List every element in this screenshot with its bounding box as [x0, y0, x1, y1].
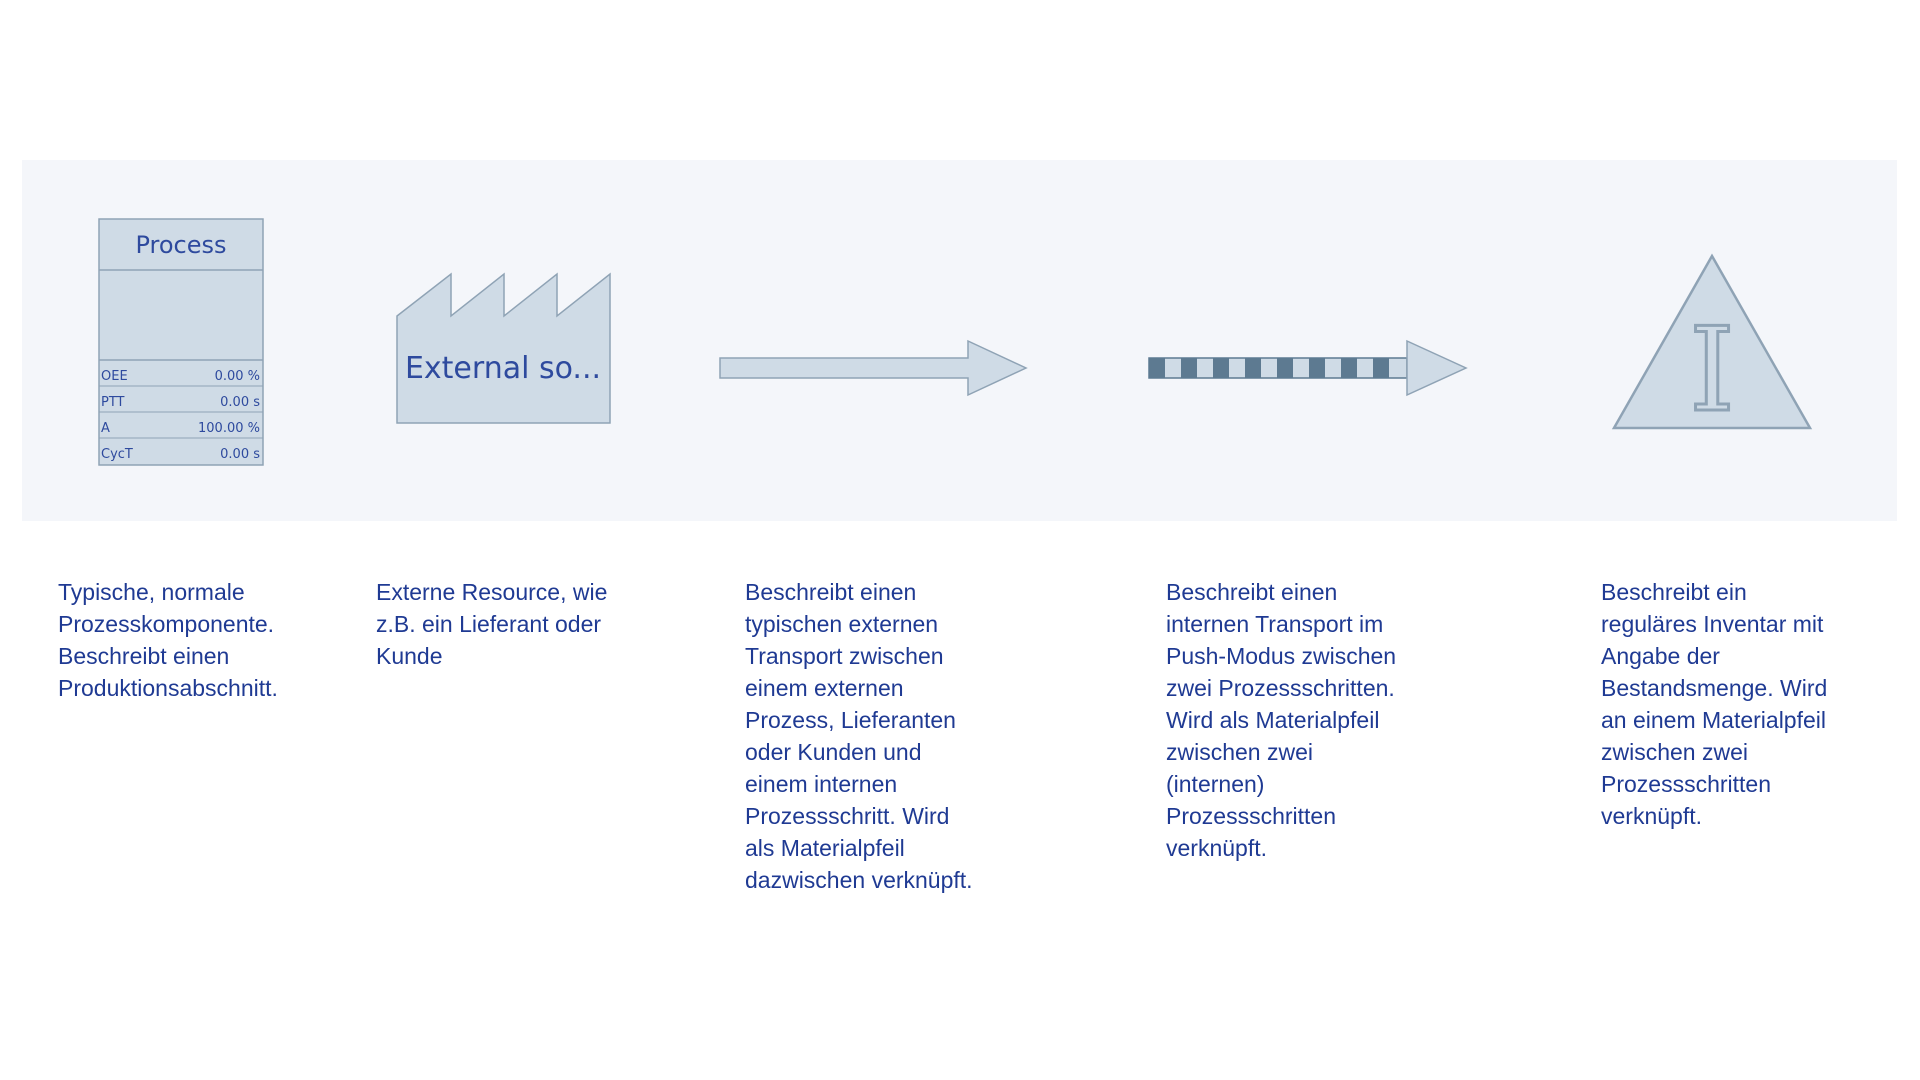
- description-inventory: Beschreibt ein reguläres Inventar mit An…: [1601, 579, 1828, 829]
- metric-value-cyct: 0.00 s: [220, 447, 260, 462]
- description-push-transport: Beschreibt einen internen Transport im P…: [1166, 579, 1397, 861]
- inventory-glyph: I: [1689, 303, 1735, 438]
- process-symbol: Process OEE 0.00 % PTT 0.00 s A 100.00 %…: [98, 218, 264, 466]
- striped-push-arrow-icon: [1148, 339, 1468, 397]
- metric-value-oee: 0.00 %: [215, 369, 260, 384]
- metric-label-cyct: CycT: [101, 447, 133, 462]
- metric-value-a: 100.00 %: [198, 421, 260, 436]
- external-source-symbol: External so...: [396, 272, 611, 424]
- metric-label-a: A: [101, 421, 110, 436]
- description-external-transport: Beschreibt einen typischen externen Tran…: [745, 579, 973, 893]
- metric-label-oee: OEE: [101, 369, 128, 384]
- external-source-label: External so...: [405, 351, 601, 386]
- metric-label-ptt: PTT: [101, 395, 125, 410]
- description-external-source: Externe Resource, wie z.B. ein Lieferant…: [376, 579, 608, 669]
- inventory-symbol: I: [1611, 253, 1813, 440]
- description-process: Typische, normale Prozesskomponente. Bes…: [58, 579, 278, 701]
- symbol-band: [22, 160, 1897, 521]
- process-title: Process: [135, 231, 226, 259]
- metric-value-ptt: 0.00 s: [220, 395, 260, 410]
- hollow-arrow-icon: [719, 339, 1028, 397]
